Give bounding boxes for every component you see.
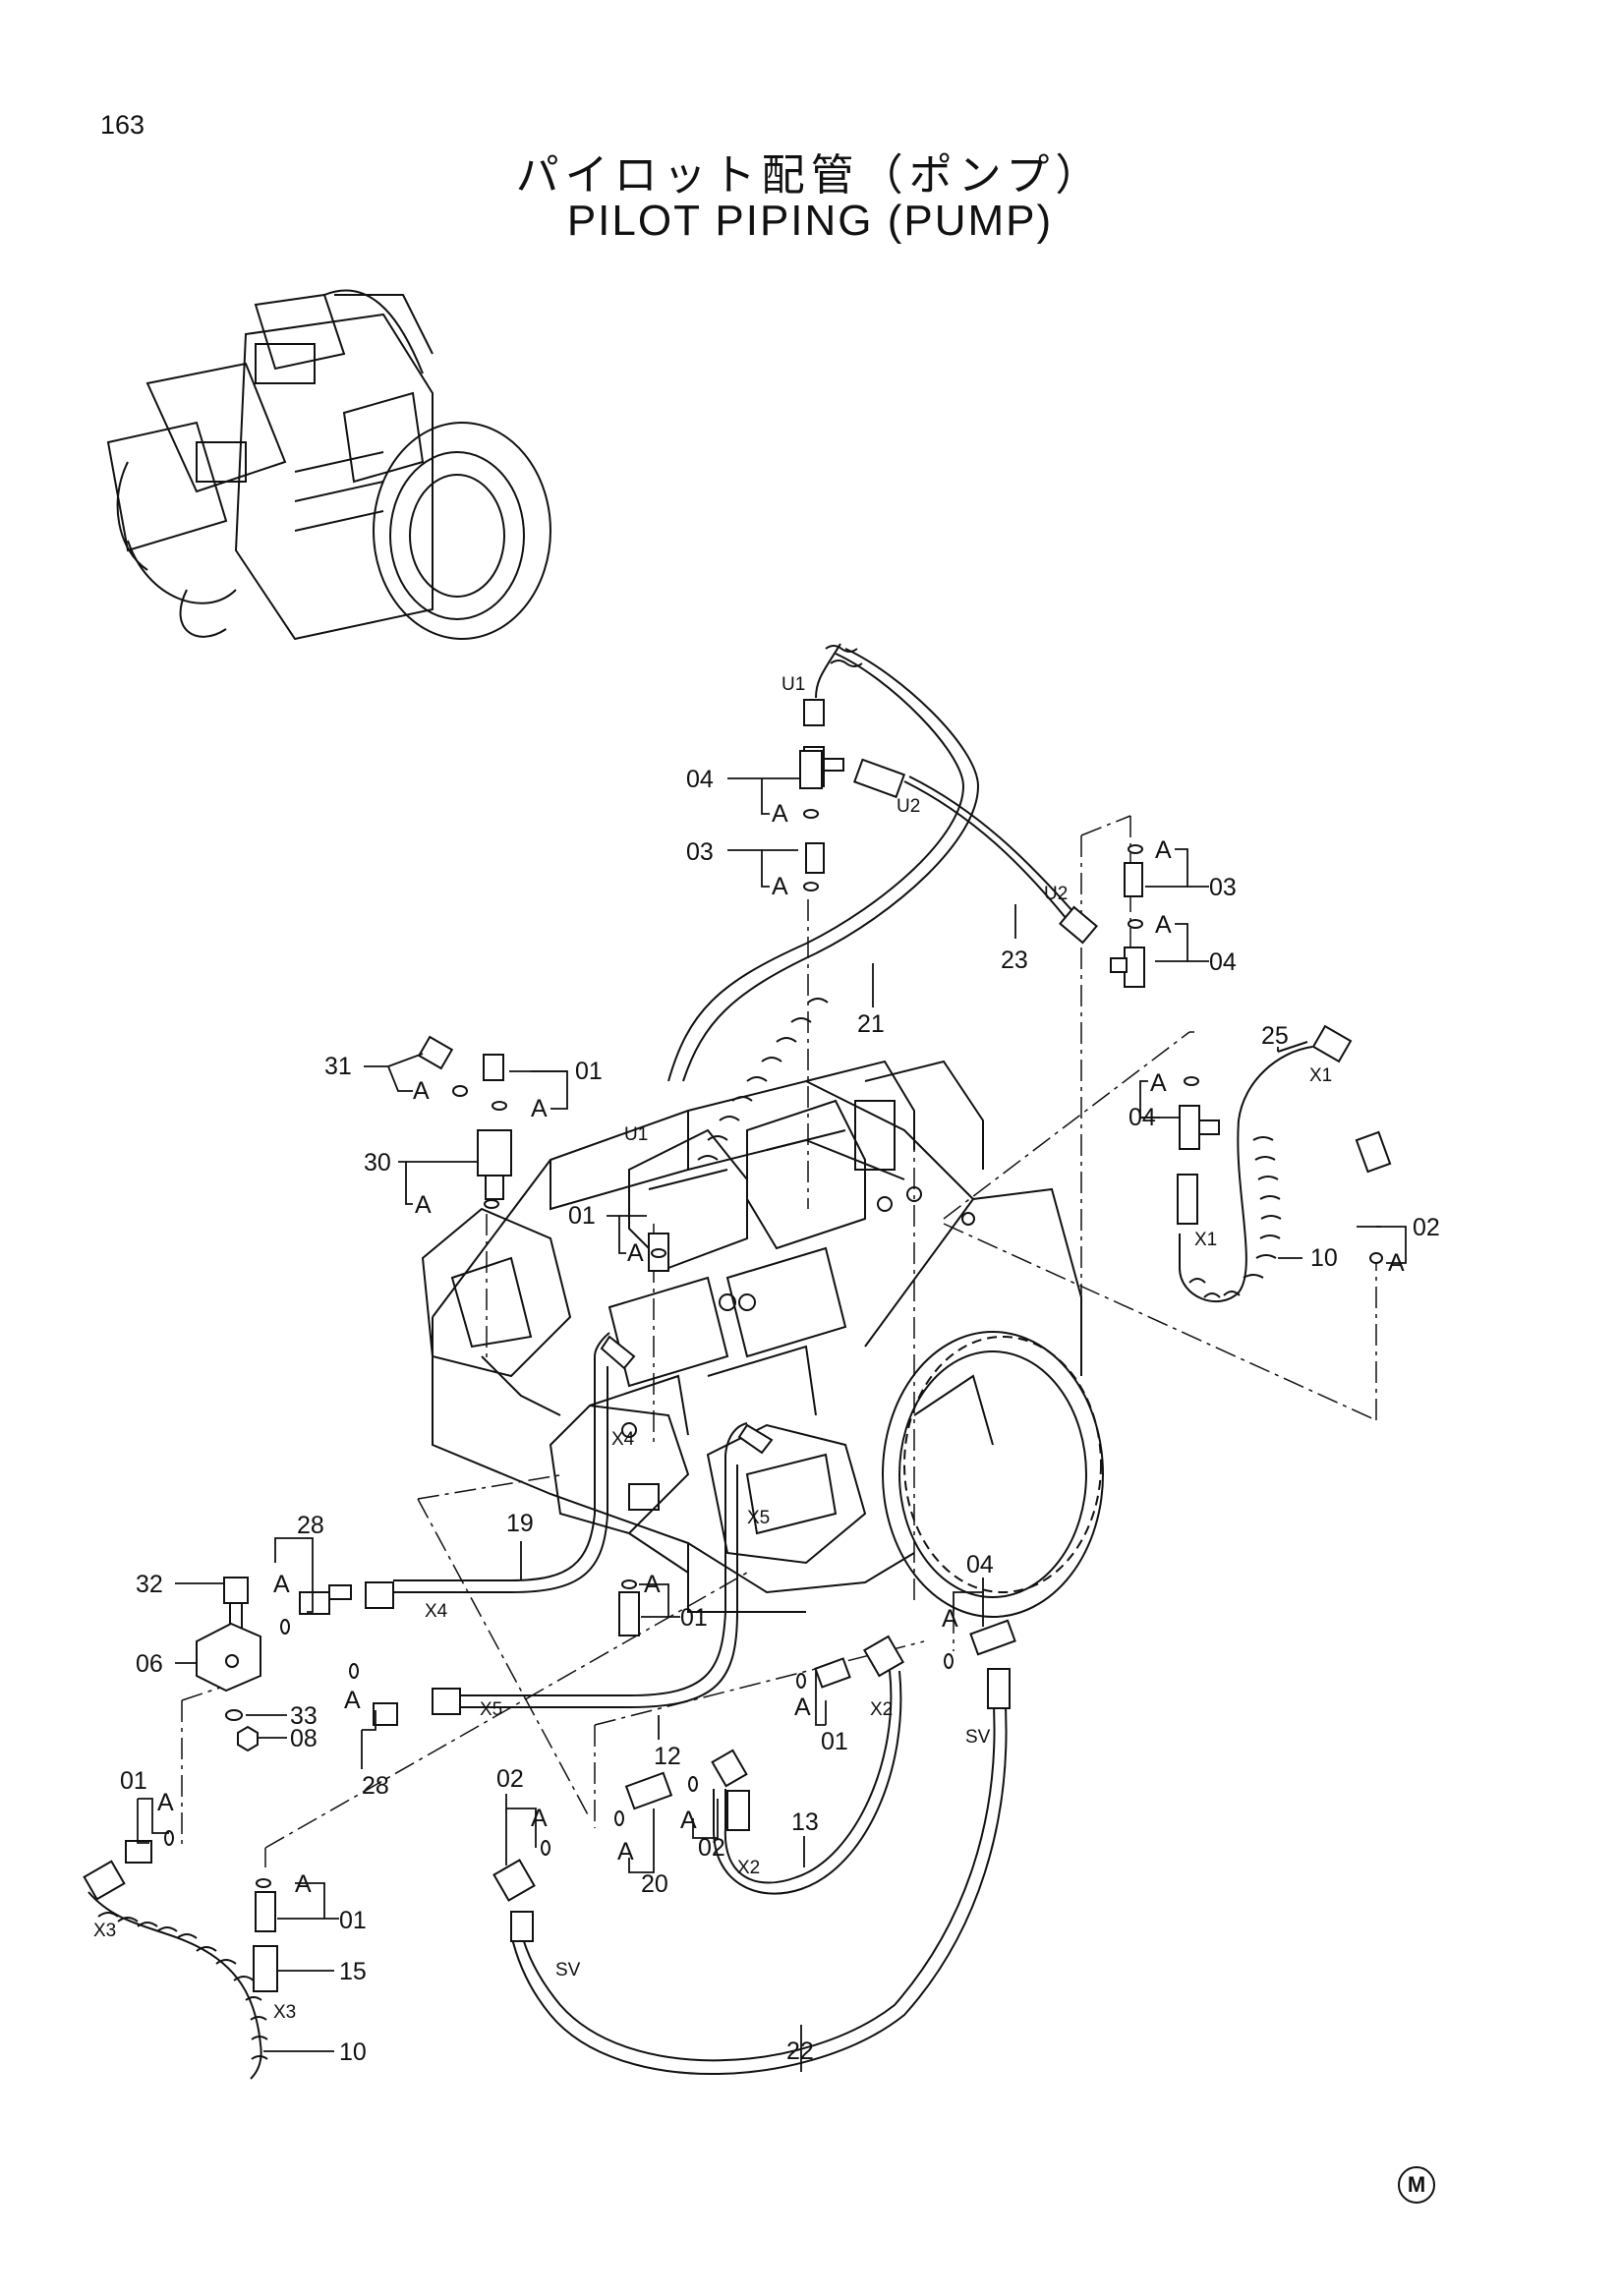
callout-02: 02	[698, 1834, 725, 1862]
reference-lines	[181, 815, 1377, 1867]
pipes	[393, 643, 1313, 2076]
callout-01: 01	[568, 1202, 596, 1230]
label-a: A	[772, 800, 788, 828]
label-a: A	[531, 1805, 548, 1832]
port-x2: X2	[737, 1858, 760, 1878]
label-a: A	[157, 1789, 174, 1816]
callout-08: 08	[290, 1725, 318, 1752]
callout-04: 04	[686, 766, 714, 793]
callout-10: 10	[1310, 1244, 1338, 1272]
label-a: A	[772, 873, 788, 900]
callout-31: 31	[324, 1053, 352, 1080]
callout-20: 20	[641, 1870, 668, 1898]
label-a: A	[344, 1687, 361, 1714]
port-x5: X5	[480, 1699, 502, 1720]
leader-lines	[137, 777, 1407, 2072]
page-title-english: PILOT PIPING (PUMP)	[566, 197, 1054, 245]
port-u1: U1	[781, 674, 805, 695]
callout-21: 21	[857, 1010, 885, 1038]
label-a: A	[680, 1807, 697, 1834]
port-sv: SV	[555, 1960, 581, 1980]
corrugated-hoses	[87, 645, 1282, 2080]
callout-03: 03	[1209, 874, 1237, 901]
label-a: A	[1155, 911, 1172, 939]
callout-12: 12	[654, 1743, 681, 1770]
label-a: A	[1150, 1069, 1167, 1097]
port-x1: X1	[1194, 1230, 1217, 1250]
callout-28: 28	[362, 1772, 389, 1800]
label-a: A	[1388, 1249, 1405, 1277]
callout-28: 28	[297, 1512, 324, 1539]
callout-33: 33	[290, 1702, 318, 1730]
callout-22: 22	[786, 2038, 814, 2065]
label-a: A	[942, 1605, 958, 1633]
callout-13: 13	[791, 1808, 819, 1836]
port-labels: U1 U2 U2 U1 X1 X1 X4 X5 X4 X5 X2 SV X2 X…	[93, 674, 1332, 2023]
port-u2: U2	[1044, 884, 1068, 904]
callout-30: 30	[364, 1149, 391, 1177]
port-x3: X3	[93, 1921, 116, 1941]
callout-15: 15	[339, 1958, 367, 1985]
page-number: 163	[100, 110, 145, 140]
port-x3: X3	[273, 2002, 296, 2023]
main-pump-body	[421, 1060, 1104, 1618]
callout-25: 25	[1261, 1022, 1289, 1050]
callout-32: 32	[136, 1571, 163, 1598]
callout-04: 04	[1209, 948, 1237, 976]
callout-23: 23	[1001, 947, 1028, 974]
label-a: A	[1155, 836, 1172, 864]
label-a: A	[273, 1571, 290, 1598]
label-a: A	[794, 1693, 811, 1721]
callout-06: 06	[136, 1650, 163, 1678]
callout-02: 02	[1413, 1214, 1440, 1241]
callout-03: 03	[686, 838, 714, 866]
callout-02: 02	[496, 1765, 524, 1793]
pump-thumbnail	[106, 289, 551, 641]
label-a: A	[644, 1571, 661, 1598]
o-ring-set-labels: A A A A A A A A A A A A A A A A A A A A	[157, 800, 1405, 1898]
callout-01: 01	[575, 1058, 603, 1085]
callout-01: 01	[339, 1907, 367, 1934]
label-a: A	[531, 1095, 548, 1122]
label-a: A	[413, 1077, 430, 1105]
port-u2: U2	[897, 796, 920, 817]
callout-01: 01	[821, 1728, 848, 1755]
callout-01: 01	[680, 1604, 708, 1632]
callout-01: 01	[120, 1767, 147, 1795]
fittings	[83, 699, 1392, 1992]
port-sv: SV	[965, 1727, 991, 1748]
label-a: A	[295, 1870, 312, 1898]
port-x4: X4	[611, 1429, 635, 1450]
port-x2: X2	[870, 1699, 893, 1720]
callout-19: 19	[506, 1510, 534, 1537]
o-rings	[164, 809, 1383, 1888]
label-a: A	[415, 1191, 432, 1219]
label-a: A	[627, 1239, 644, 1267]
port-x4: X4	[425, 1601, 448, 1622]
port-x5: X5	[747, 1508, 770, 1528]
callout-10: 10	[339, 2038, 367, 2066]
port-x1: X1	[1309, 1065, 1332, 1086]
part-callouts: 04 03 03 04 23 21 25 31 01 04 30 01 02 1…	[120, 766, 1440, 2066]
label-a: A	[617, 1838, 634, 1866]
callout-04: 04	[1128, 1104, 1156, 1131]
manufacturer-mark-icon: M	[1398, 2166, 1435, 2204]
page-title-japanese: パイロット配管（ポンプ）	[515, 150, 1105, 201]
port-u1: U1	[624, 1124, 648, 1145]
callout-04: 04	[966, 1551, 994, 1578]
